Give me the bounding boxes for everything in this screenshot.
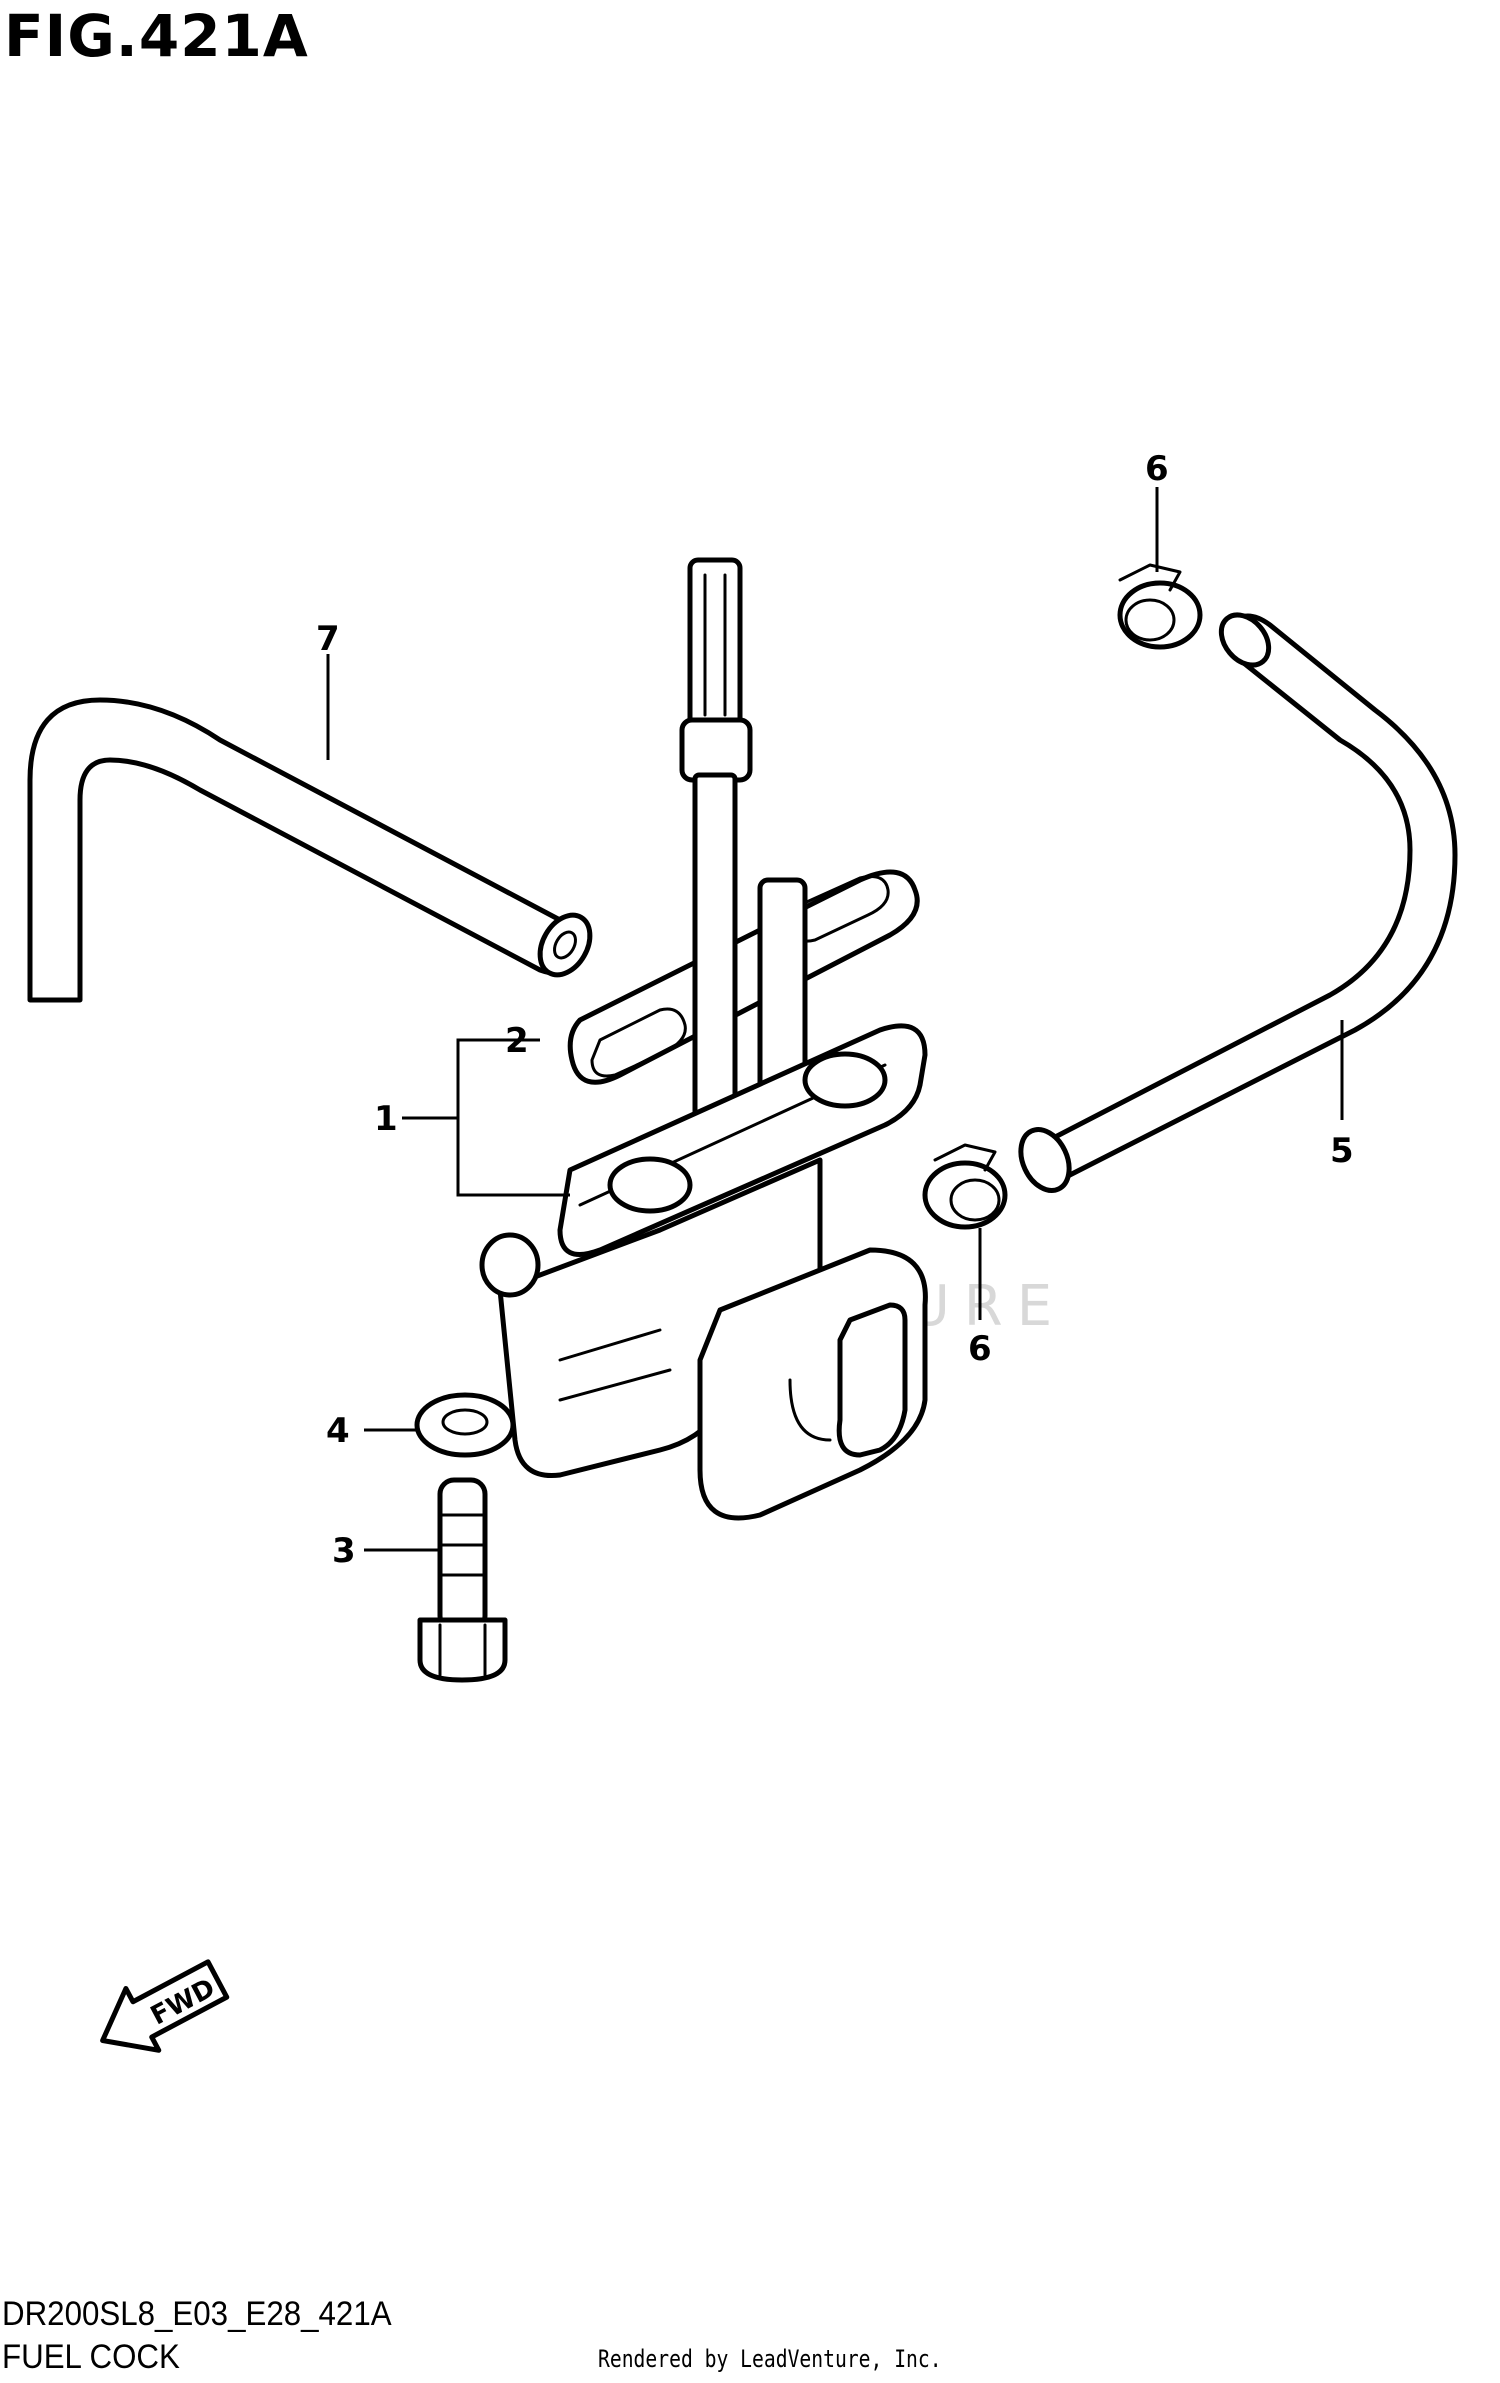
diagram-code: DR200SL8_E03_E28_421A [2,2295,392,2333]
bolt-part-3[interactable] [417,1477,508,1683]
callout-5[interactable]: 5 [1330,1131,1354,1171]
fuel-cock-part-1[interactable] [479,557,928,1521]
leader-line-bracket-1-2 [456,1038,570,1197]
callout-4[interactable]: 4 [326,1411,350,1451]
clamp-part-6-upper[interactable] [1117,563,1203,650]
hose-part-5[interactable] [1012,606,1458,1199]
callout-2[interactable]: 2 [505,1021,529,1061]
render-credit: Rendered by LeadVenture, Inc. [598,2345,942,2373]
diagram-name: FUEL COCK [2,2338,180,2376]
hose-part-7[interactable] [27,697,600,1003]
figure-title: FIG.421A [4,2,309,70]
callout-6-upper[interactable]: 6 [1145,449,1169,489]
callout-1[interactable]: 1 [374,1099,398,1139]
washer-part-4[interactable] [414,1392,516,1458]
callout-7[interactable]: 7 [316,619,340,659]
callout-3[interactable]: 3 [332,1531,356,1571]
callout-6-lower[interactable]: 6 [968,1329,992,1369]
clamp-part-6-lower[interactable] [922,1143,1008,1230]
forward-direction-arrow: FWD [100,1959,230,2053]
